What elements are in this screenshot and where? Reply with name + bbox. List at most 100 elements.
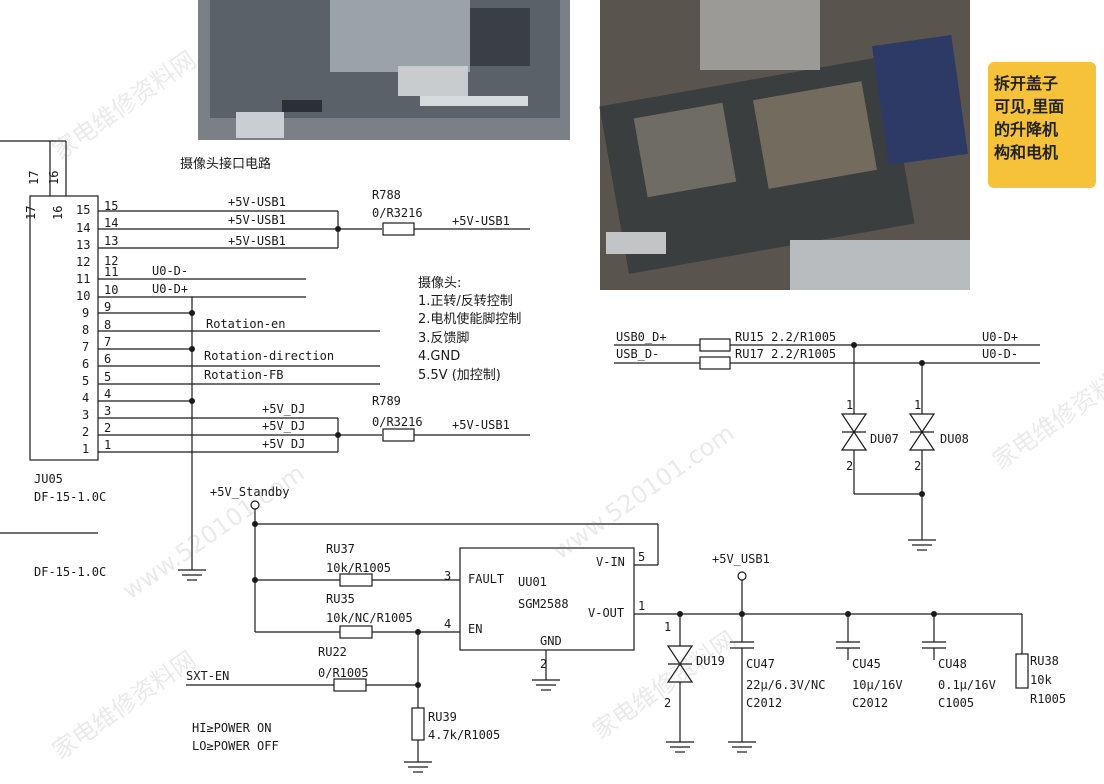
net-label: U0-D+ — [982, 330, 1018, 344]
net-label: Rotation-direction — [204, 349, 334, 363]
pin-label-16: 16 — [51, 206, 65, 220]
pin-number: 5 — [104, 370, 111, 384]
cap-ref: CU47 — [746, 657, 775, 671]
resistor-ref: R789 — [372, 394, 401, 408]
callout-line: 拆开盖子 — [994, 74, 1059, 93]
net-label: +5V-USB1 — [452, 418, 510, 432]
net-label: +5V-USB1 — [452, 214, 510, 228]
pin-number: 9 — [104, 300, 111, 314]
diode-ref: DU19 — [696, 654, 725, 668]
pin-number: 7 — [104, 335, 111, 349]
net-label: +5V-USB1 — [228, 234, 286, 248]
ic-sgm2588 — [459, 547, 635, 651]
pin-label: 1 — [82, 442, 89, 456]
resistor-package: R1005 — [1030, 692, 1066, 706]
ic-pin-number: 3 — [444, 569, 451, 583]
net-label: Rotation-en — [206, 317, 285, 331]
net-label: U0-D+ — [152, 282, 188, 296]
ic-part: SGM2588 — [518, 597, 569, 611]
resistor-ref: R788 — [372, 188, 401, 202]
callout-line: 可见,里面 — [994, 97, 1065, 116]
net-label: U0-D- — [152, 264, 188, 278]
ic-pin-number: 5 — [638, 550, 645, 564]
pin-label: 13 — [76, 238, 90, 252]
connector-part: DF-15-1.0C — [34, 490, 106, 504]
pcb-photo-right — [599, 0, 970, 290]
net-label: +5V DJ — [262, 437, 305, 451]
diode-pin: 2 — [664, 696, 671, 710]
net-label: +5V_Standby — [210, 485, 289, 499]
pin-label: 15 — [76, 203, 90, 217]
pin-label: 4 — [82, 391, 89, 405]
pin-label: 7 — [82, 340, 89, 354]
pin-label: 10 — [76, 289, 90, 303]
resistor-ref: RU39 — [428, 710, 457, 724]
cap-value: 10μ/16V — [852, 678, 903, 692]
net-label: SXT-EN — [186, 669, 229, 683]
notes-heading: 摄像头: — [418, 276, 461, 291]
diode-pin: 1 — [664, 620, 671, 634]
ic-pin-number: 2 — [540, 657, 547, 671]
ic-pin-name: V-IN — [596, 555, 625, 569]
diode-pin: 2 — [846, 459, 853, 473]
pin-label-16-top: 16 — [47, 171, 61, 185]
net-label: +5V-USB1 — [228, 195, 286, 209]
tvs-diode-du08 — [908, 413, 936, 451]
ground-symbol-left — [178, 569, 206, 581]
pin-number: 2 — [104, 421, 111, 435]
pin-label: 9 — [82, 306, 89, 320]
resistor-value: 4.7k/R1005 — [428, 728, 500, 742]
net-label: +5V_DJ — [262, 419, 305, 433]
resistor-ref: RU37 — [326, 542, 355, 556]
section-title: 摄像头接口电路 — [180, 156, 271, 172]
net-label: USB0_D+ — [616, 330, 667, 344]
pin-number: 6 — [104, 352, 111, 366]
pin-number: 11 — [104, 265, 118, 279]
usb-protection — [614, 338, 1040, 551]
pin-label: 12 — [76, 255, 90, 269]
pin-label-17: 17 — [24, 206, 38, 220]
ic-pin-name: GND — [540, 634, 562, 648]
resistor-value: 0/R3216 — [372, 206, 423, 220]
ic-ref: UU01 — [518, 575, 547, 589]
svg-text:家电维修资料网: 家电维修资料网 — [47, 646, 201, 765]
pin-number: 14 — [104, 216, 118, 230]
pin-label: 14 — [76, 221, 90, 235]
note-item: 5.5V (加控制) — [418, 368, 501, 383]
pin-number: 12 — [104, 254, 118, 268]
pin-number: 13 — [104, 234, 118, 248]
ic-pin-number: 4 — [444, 617, 451, 631]
resistor-ref: RU22 — [318, 645, 347, 659]
svg-text:www.520101.com: www.520101.com — [117, 459, 309, 605]
diode-ref: DU07 — [870, 432, 899, 446]
cap-value: 22μ/6.3V/NC — [746, 678, 825, 692]
annotation-callout: 拆开盖子 可见,里面 的升降机 构和电机 — [988, 62, 1096, 188]
cap-package: C2012 — [852, 696, 888, 710]
power-note: HI≥POWER ON — [192, 721, 271, 735]
connector-ju05 — [0, 140, 99, 534]
cap-package: C1005 — [938, 696, 974, 710]
diode-ref: DU08 — [940, 432, 969, 446]
power-note: LO≥POWER OFF — [192, 739, 279, 753]
pin-label: 3 — [82, 408, 89, 422]
diode-pin: 1 — [846, 398, 853, 412]
pin-label-17-top: 17 — [27, 171, 41, 185]
note-item: 1.正转/反转控制 — [418, 294, 513, 309]
svg-text:www.520101.com: www.520101.com — [547, 419, 739, 565]
resistor-value: 10k/R1005 — [326, 561, 391, 575]
svg-text:家电维修资料网: 家电维修资料网 — [987, 356, 1104, 475]
resistor-label: RU17 2.2/R1005 — [735, 347, 836, 361]
diode-pin: 2 — [914, 459, 921, 473]
svg-text:家电维修资料网: 家电维修资料网 — [587, 626, 741, 745]
pin-label: 5 — [82, 374, 89, 388]
note-item: 4.GND — [418, 349, 460, 364]
cap-ref: CU48 — [938, 657, 967, 671]
net-label: U0-D- — [982, 347, 1018, 361]
pin-wires — [98, 210, 530, 570]
pin-number: 8 — [104, 318, 111, 332]
pin-label: 6 — [82, 357, 89, 371]
resistor-value: 0/R1005 — [318, 666, 369, 680]
pin-number: 15 — [104, 199, 118, 213]
svg-text:家电维修资料网: 家电维修资料网 — [47, 46, 201, 165]
